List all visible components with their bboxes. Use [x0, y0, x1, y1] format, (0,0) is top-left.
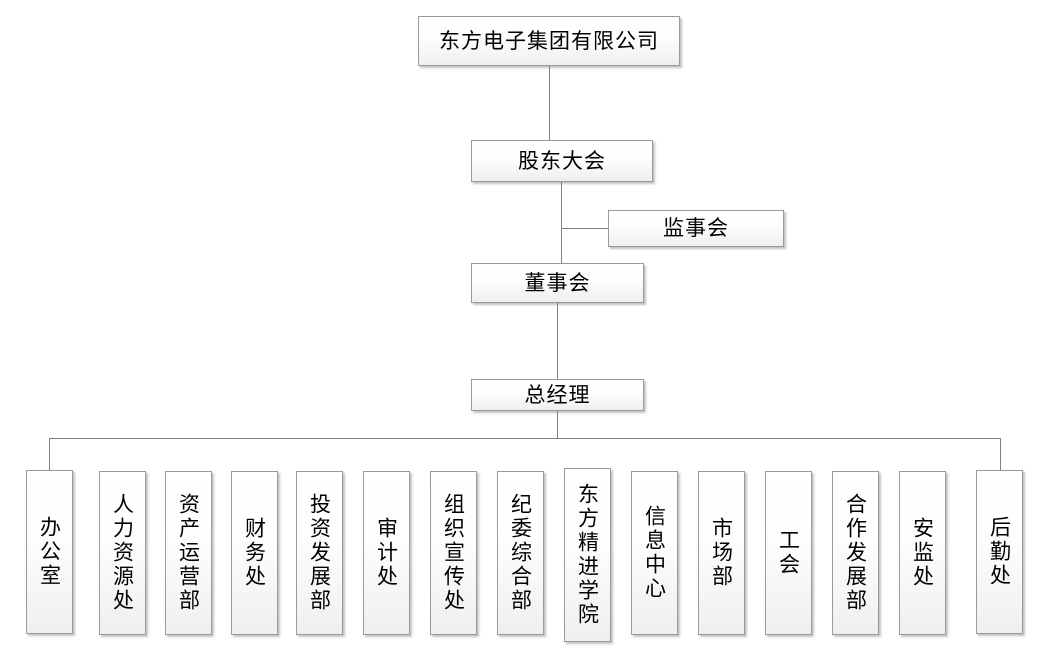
- department-label: 办公室: [37, 516, 62, 588]
- department-label: 东方精进学院: [575, 483, 600, 627]
- department-label: 工会: [776, 529, 801, 577]
- department-box-audit[interactable]: 审计处: [363, 471, 410, 635]
- connector-directors-to-manager: [557, 303, 558, 379]
- node-general-manager[interactable]: 总经理: [471, 379, 644, 411]
- department-label: 人力资源处: [110, 493, 135, 613]
- department-box-organization-publicity[interactable]: 组织宣传处: [430, 471, 477, 635]
- node-label: 东方电子集团有限公司: [439, 28, 659, 53]
- department-label: 市场部: [709, 517, 734, 589]
- node-label: 股东大会: [518, 148, 606, 173]
- department-label: 后勤处: [987, 516, 1012, 588]
- connector-shareholders-trunk: [561, 182, 562, 263]
- department-box-finance[interactable]: 财务处: [231, 471, 278, 635]
- department-label: 纪委综合部: [508, 493, 533, 613]
- department-box-information-center[interactable]: 信息中心: [631, 471, 678, 635]
- connector-bus-to-last-department: [1000, 438, 1001, 470]
- connector-manager-to-bus: [557, 411, 558, 439]
- node-board-of-directors[interactable]: 董事会: [471, 263, 644, 303]
- department-label: 合作发展部: [843, 493, 868, 613]
- department-label: 资产运营部: [176, 493, 201, 613]
- node-board-of-supervisors[interactable]: 监事会: [608, 210, 784, 247]
- department-box-safety-supervision[interactable]: 安监处: [899, 471, 946, 635]
- department-box-human-resources[interactable]: 人力资源处: [99, 471, 146, 635]
- connector-department-bus: [49, 438, 1001, 439]
- department-box-discipline-inspection[interactable]: 纪委综合部: [497, 471, 544, 635]
- department-label: 安监处: [910, 517, 935, 589]
- department-label: 财务处: [242, 517, 267, 589]
- node-label: 监事会: [663, 216, 729, 241]
- node-label: 总经理: [524, 382, 591, 407]
- department-box-cooperation-development[interactable]: 合作发展部: [832, 471, 879, 635]
- department-box-labor-union[interactable]: 工会: [765, 471, 812, 635]
- node-label: 董事会: [524, 270, 591, 295]
- department-box-marketing[interactable]: 市场部: [698, 471, 745, 635]
- department-box-investment-development[interactable]: 投资发展部: [296, 471, 343, 635]
- node-shareholders-meeting[interactable]: 股东大会: [471, 140, 653, 182]
- department-box-dongfang-academy[interactable]: 东方精进学院: [564, 468, 611, 642]
- department-label: 信息中心: [642, 505, 667, 601]
- department-label: 审计处: [374, 517, 399, 589]
- department-box-asset-operations[interactable]: 资产运营部: [165, 471, 212, 635]
- connector-shareholders-to-supervisors: [561, 228, 609, 229]
- department-box-logistics[interactable]: 后勤处: [976, 470, 1023, 634]
- connector-bus-to-first-department: [49, 438, 50, 470]
- department-label: 组织宣传处: [441, 493, 466, 613]
- connector-root-to-shareholders: [549, 65, 550, 140]
- node-company-root[interactable]: 东方电子集团有限公司: [418, 16, 680, 66]
- department-box-office[interactable]: 办公室: [26, 470, 73, 634]
- department-label: 投资发展部: [307, 493, 332, 613]
